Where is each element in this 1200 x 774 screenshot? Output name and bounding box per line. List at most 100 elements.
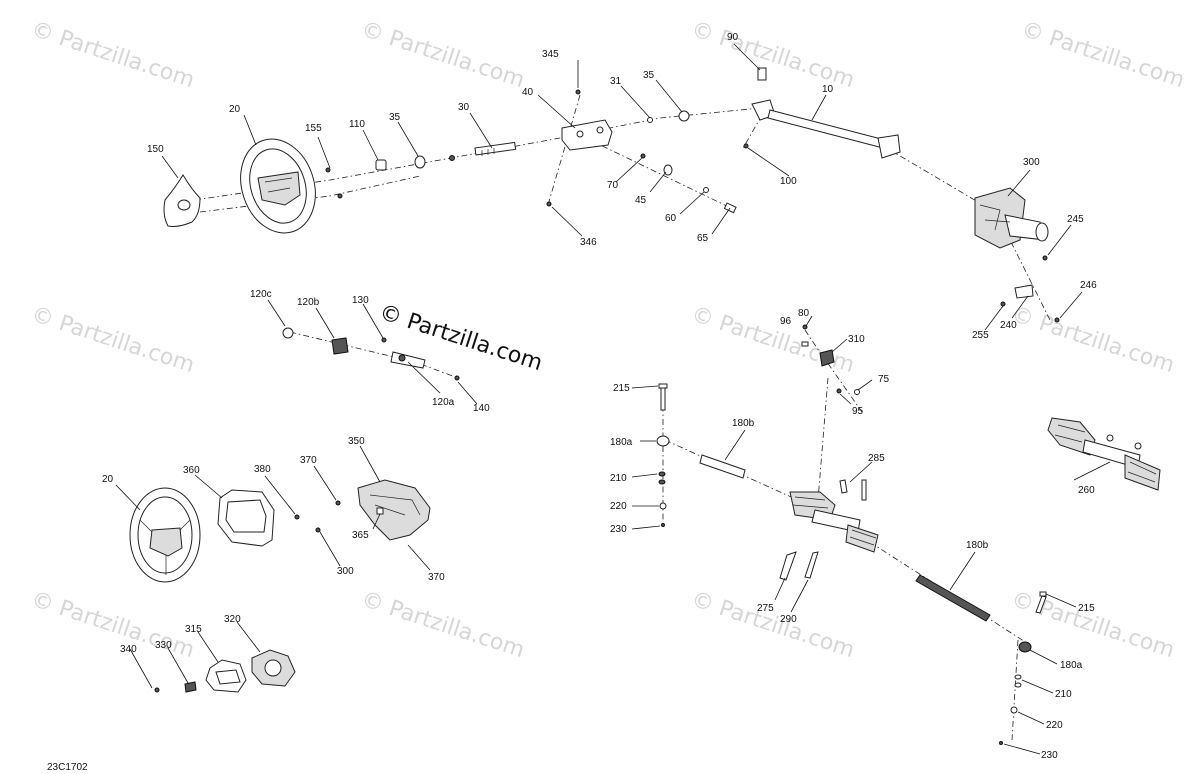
callout-label: 345: [542, 49, 559, 60]
callout-label: 130: [352, 295, 369, 306]
callout-label: 300: [337, 566, 354, 577]
callout-label: 65: [697, 233, 709, 244]
callout-label: 230: [610, 524, 627, 535]
callout-label: 35: [389, 112, 401, 123]
callout-label: 40: [522, 87, 534, 98]
callout-label: 45: [635, 195, 647, 206]
rack-assembly-260-part: [1047, 417, 1161, 491]
callout-label: 350: [348, 436, 365, 447]
clip-330-part: [184, 681, 197, 693]
o-ring-120c-part: [282, 327, 294, 339]
bolt-215-right-part: [1035, 591, 1047, 614]
gauge-320-part: [251, 649, 296, 687]
steering-wheel-top-part: [240, 138, 316, 234]
callout-label: 96: [780, 316, 792, 327]
watermark: © Partzilla.com: [688, 17, 857, 93]
callout-label: 370: [300, 455, 317, 466]
watermark: © Partzilla.com: [358, 587, 527, 663]
steering-column-assembly: [163, 67, 1060, 323]
bolt-215-left-part: [658, 383, 668, 411]
callout-label: 215: [1078, 603, 1095, 614]
intermediate-shaft-part: [751, 99, 901, 159]
callout-label: 95: [852, 406, 864, 417]
watermark: © Partzilla.com: [28, 302, 197, 378]
tie-rod-end-180a-left-part: [656, 435, 670, 447]
watermark: © Partzilla.com: [358, 17, 527, 93]
callout-label: 35: [643, 70, 655, 81]
watermark: © Partzilla.com: [28, 587, 197, 663]
watermark-layer: © Partzilla.com © Partzilla.com © Partzi…: [28, 17, 1187, 663]
power-steering-unit-part: [974, 187, 1049, 249]
callout-label: 285: [868, 453, 885, 464]
callout-label: 330: [155, 640, 172, 651]
watermark: © Partzilla.com: [1008, 302, 1177, 378]
knob-120b-part: [331, 337, 349, 355]
callout-label: 290: [780, 614, 797, 625]
watermark: © Partzilla.com: [688, 302, 857, 378]
callout-label: 275: [757, 603, 774, 614]
callout-label: 300: [1023, 157, 1040, 168]
callout-label: 180b: [732, 418, 755, 429]
callout-label: 180a: [1060, 660, 1083, 671]
tie-rod-180b-right-part: [915, 574, 991, 622]
watermark-main: © Partzilla.com: [376, 300, 545, 376]
watermark: © Partzilla.com: [28, 17, 197, 93]
callout-label: 210: [610, 473, 627, 484]
callout-label: 220: [1046, 720, 1063, 731]
washer-35b-part: [678, 110, 690, 122]
callout-label: 10: [822, 84, 834, 95]
callout-label: 120a: [432, 397, 455, 408]
callout-label: 75: [878, 374, 890, 385]
rack-housing-part: [789, 491, 879, 553]
frame-315-part: [205, 659, 247, 693]
callout-label: 120b: [297, 297, 320, 308]
callout-label: 155: [305, 123, 322, 134]
callout-label: 20: [229, 104, 241, 115]
callout-label: 246: [1080, 280, 1097, 291]
callout-label: 230: [1041, 750, 1058, 761]
callout-label: 210: [1055, 689, 1072, 700]
steering-wheel-bottom-part: [129, 487, 201, 583]
callout-label: 240: [1000, 320, 1017, 331]
steering-cover-350-part: [357, 479, 431, 541]
callout-label: 30: [458, 102, 470, 113]
callout-label: 370: [428, 572, 445, 583]
callout-label: 360: [183, 465, 200, 476]
callout-label: 150: [147, 144, 164, 155]
switch-120a-part: [390, 351, 426, 369]
callout-label: 245: [1067, 214, 1084, 225]
drawing-code: 23C1702: [47, 762, 88, 773]
switch-subassembly: [282, 327, 460, 381]
callout-label: 365: [352, 530, 369, 541]
callout-label: 110: [349, 119, 365, 130]
callout-label: 346: [580, 237, 597, 248]
callout-label: 255: [972, 330, 989, 341]
callout-label: 320: [224, 614, 241, 625]
watermark: © Partzilla.com: [688, 587, 857, 663]
callout-label: 70: [607, 180, 619, 191]
callout-label: 180b: [966, 540, 989, 551]
display-group: [154, 649, 296, 693]
callout-label: 31: [610, 76, 622, 87]
watermark: © Partzilla.com: [1018, 17, 1187, 93]
callout-label: 90: [727, 32, 739, 43]
callout-label: 20: [102, 474, 114, 485]
callout-label: 215: [613, 383, 630, 394]
callout-label: 380: [254, 464, 271, 475]
pinion-310-part: [819, 349, 835, 367]
splined-shaft-part: [474, 141, 517, 156]
column-bracket-part: [561, 119, 613, 151]
callout-label: 100: [780, 176, 797, 187]
callout-label: 340: [120, 644, 137, 655]
tie-rod-end-180a-right-part: [1018, 641, 1032, 653]
callout-label: 260: [1078, 485, 1095, 496]
callout-label: 140: [473, 403, 490, 414]
callout-label: 220: [610, 501, 627, 512]
steering-rack-assembly: [656, 324, 1161, 745]
callout-label: 180a: [610, 437, 633, 448]
bezel-360-part: [217, 489, 275, 547]
callout-labels: 90 10 345 31 35 40 20 30 35 110 155 150 …: [47, 32, 1097, 773]
nut-110-part: [375, 159, 387, 171]
callout-label: 80: [798, 308, 810, 319]
